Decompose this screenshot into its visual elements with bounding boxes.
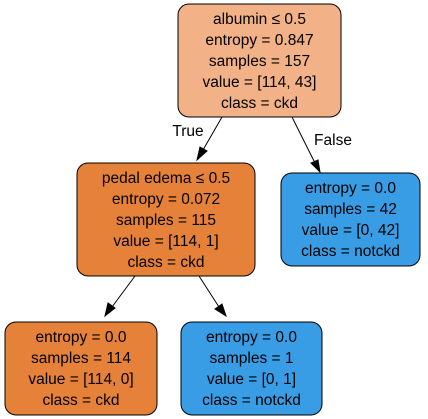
node-line-value: value = [0, 42] [302,222,400,239]
tree-node-left: pedal edema ≤ 0.5 entropy = 0.072 sample… [76,162,256,277]
tree-node-root: albumin ≤ 0.5 entropy = 0.847 samples = … [177,3,342,118]
node-box-right [280,172,421,267]
node-box-left-left [4,321,158,416]
node-box-left-right [180,321,323,416]
node-line-class: class = ckd [42,392,119,409]
node-line-entropy: entropy = 0.847 [205,32,313,49]
node-line-samples: samples = 115 [116,212,216,229]
edge-left-to-leftleft [104,275,136,318]
node-line-entropy: entropy = 0.0 [305,180,396,197]
node-line-samples: samples = 1 [209,350,293,367]
node-box-left [76,162,256,277]
node-line-class: class = ckd [221,95,298,112]
node-line-samples: samples = 157 [209,53,310,70]
edge-left-to-leftright [198,275,227,318]
edge-root-to-left [196,116,223,162]
node-line-value: value = [114, 43] [203,74,317,91]
node-line-class: class = notckd [301,243,400,260]
node-line-entropy: entropy = 0.0 [36,329,127,346]
node-line-class: class = notckd [202,392,301,409]
node-line-entropy: entropy = 0.072 [112,191,220,208]
tree-node-right: entropy = 0.0 samples = 42 value = [0, 4… [280,172,421,267]
node-line-split: albumin ≤ 0.5 [213,11,306,28]
node-line-samples: samples = 42 [304,201,397,218]
edge-label-false: False [314,132,352,149]
tree-node-left-left: entropy = 0.0 samples = 114 value = [114… [4,321,158,416]
node-line-value: value = [114, 1] [113,233,218,250]
node-line-samples: samples = 114 [31,350,131,367]
edge-root-to-right [291,116,321,174]
node-line-split: pedal edema ≤ 0.5 [102,170,230,187]
node-box-root [177,3,342,118]
node-line-value: value = [114, 0] [28,371,133,388]
edge-label-true: True [172,123,203,140]
node-line-entropy: entropy = 0.0 [206,329,297,346]
tree-node-left-right: entropy = 0.0 samples = 1 value = [0, 1]… [180,321,323,416]
node-line-value: value = [0, 1] [207,371,296,388]
node-line-class: class = ckd [127,254,204,271]
